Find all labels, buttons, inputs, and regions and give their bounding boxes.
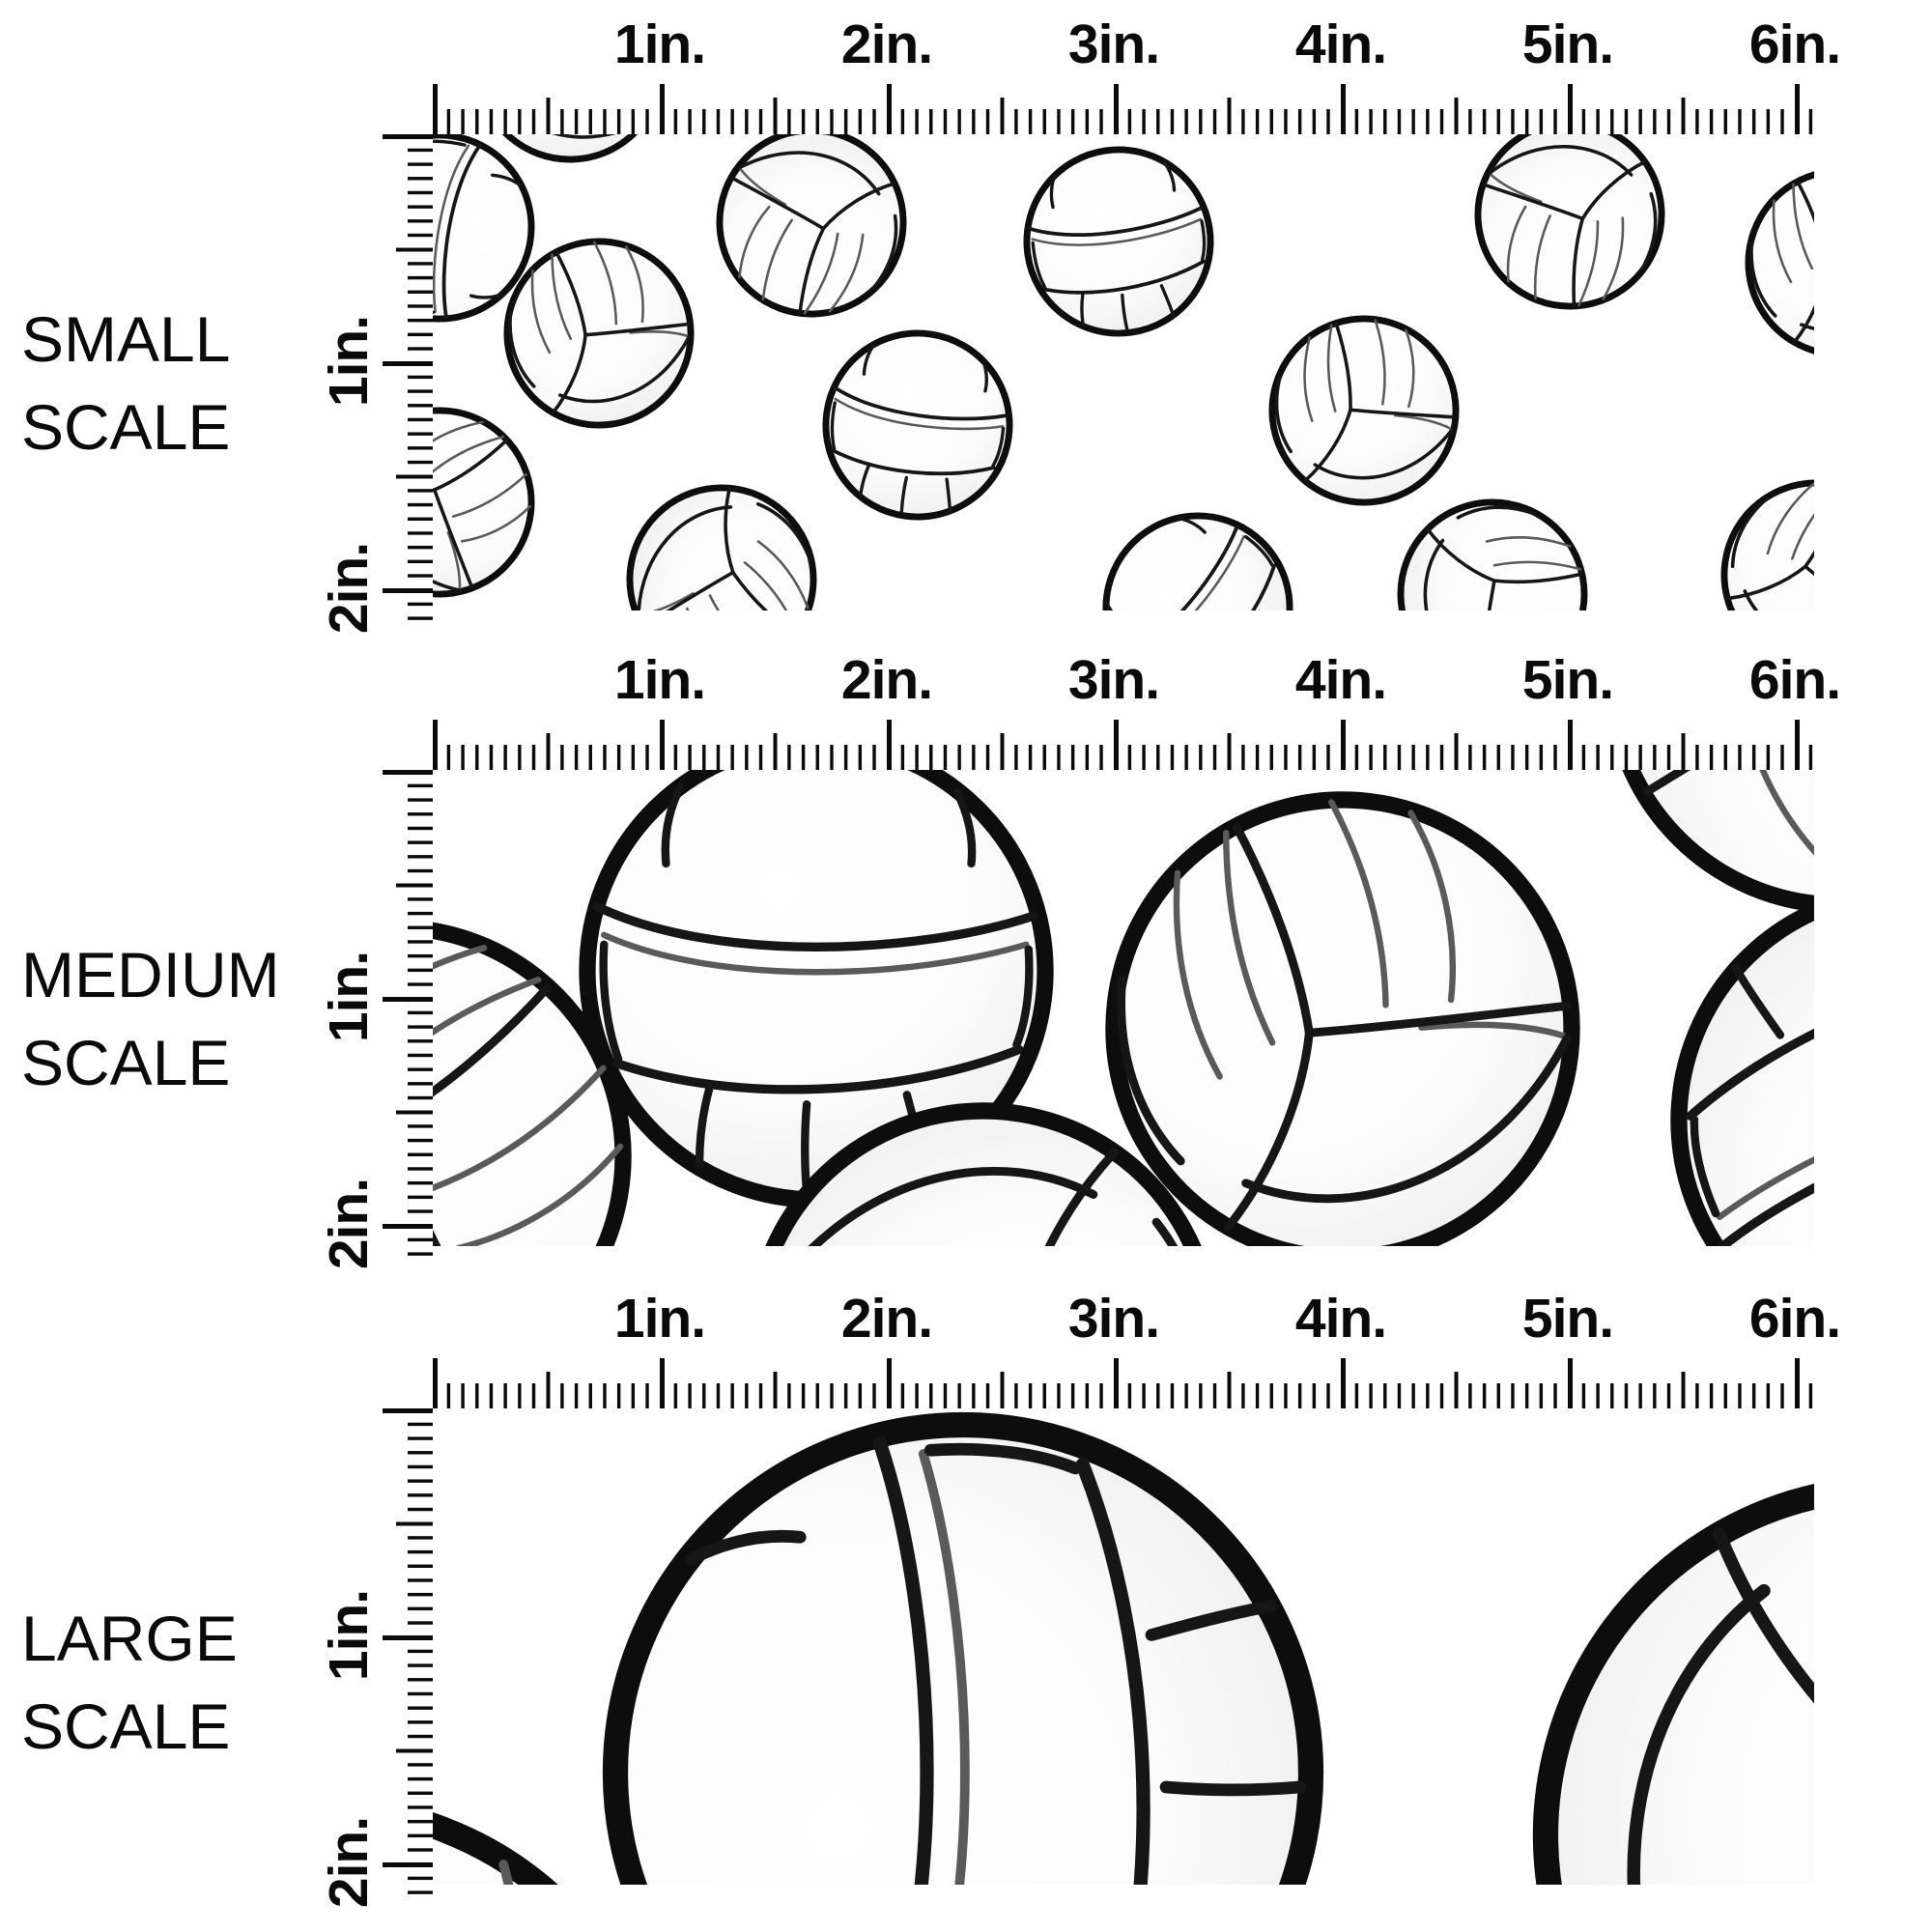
header-line-2: SCALE [21,1690,231,1762]
volleyball-pattern-medium [433,770,1814,1246]
header-line-1: LARGE [21,1602,238,1674]
row-header-small: SMALL SCALE [21,296,230,471]
fabric-swatch-small [433,134,1814,611]
inch-label: 3in. [1067,649,1160,711]
inch-label: 5in. [1521,649,1614,711]
horizontal-ruler: 1in. 2in. 3in. 4in. 5in. 6in. [433,14,1841,134]
inch-label: 1in. [613,14,706,75]
inch-label-vertical: 1in. [318,1589,380,1682]
vertical-ruler: 1in. 2in. [318,1408,433,1908]
scale-row-medium: MEDIUM SCALE 1in. 2in. 3in. 4in. 5in. 6in. 1in… [0,0,1932,1269]
inch-label-vertical: 1in. [318,951,380,1043]
fabric-swatch-medium [433,770,1814,1246]
row-header-large: LARGE SCALE [21,1595,238,1771]
inch-label: 4in. [1294,1288,1387,1350]
inch-label: 5in. [1521,14,1614,75]
inch-label: 2in. [840,1288,933,1350]
inch-label: 6in. [1748,1288,1841,1350]
volleyball-motif [1467,1409,1814,1885]
vertical-ruler: 1in.2in. [318,134,433,634]
volleyball-motif [615,1425,1311,1885]
inch-label: 6in. [1748,649,1841,711]
inch-label: 3in. [1067,14,1160,75]
horizontal-ruler: 1in. 2in. 3in. 4in. 5in. 6in. [433,1288,1841,1408]
fabric-swatch-large [433,1408,1814,1885]
horizontal-ruler: 1in. 2in. 3in. 4in. 5in. 6in. [433,649,1841,770]
inch-label: 1in. [613,649,706,711]
header-line-2: SCALE [21,1026,231,1098]
header-line-1: SMALL [21,302,231,375]
vertical-ruler: 1in. 2in. [318,770,433,1269]
inch-label: 1in. [613,1288,706,1350]
row-header-medium: MEDIUM SCALE [21,931,280,1107]
volleyball-pattern-large [433,1408,1814,1885]
inch-label: 2in. [840,14,933,75]
inch-label: 3in. [1067,1288,1160,1350]
inch-label: 5in. [1521,1288,1614,1350]
inch-label: 4in. [1294,14,1387,75]
inch-label: 4in. [1294,649,1387,711]
inch-label-vertical: 2in. [318,1178,380,1270]
inch-label: 2in. [840,649,933,711]
header-line-2: SCALE [21,390,231,463]
inch-label-vertical: 2in. [318,1816,380,1909]
header-line-1: MEDIUM [21,938,280,1010]
inch-label: 6in. [1748,14,1841,75]
